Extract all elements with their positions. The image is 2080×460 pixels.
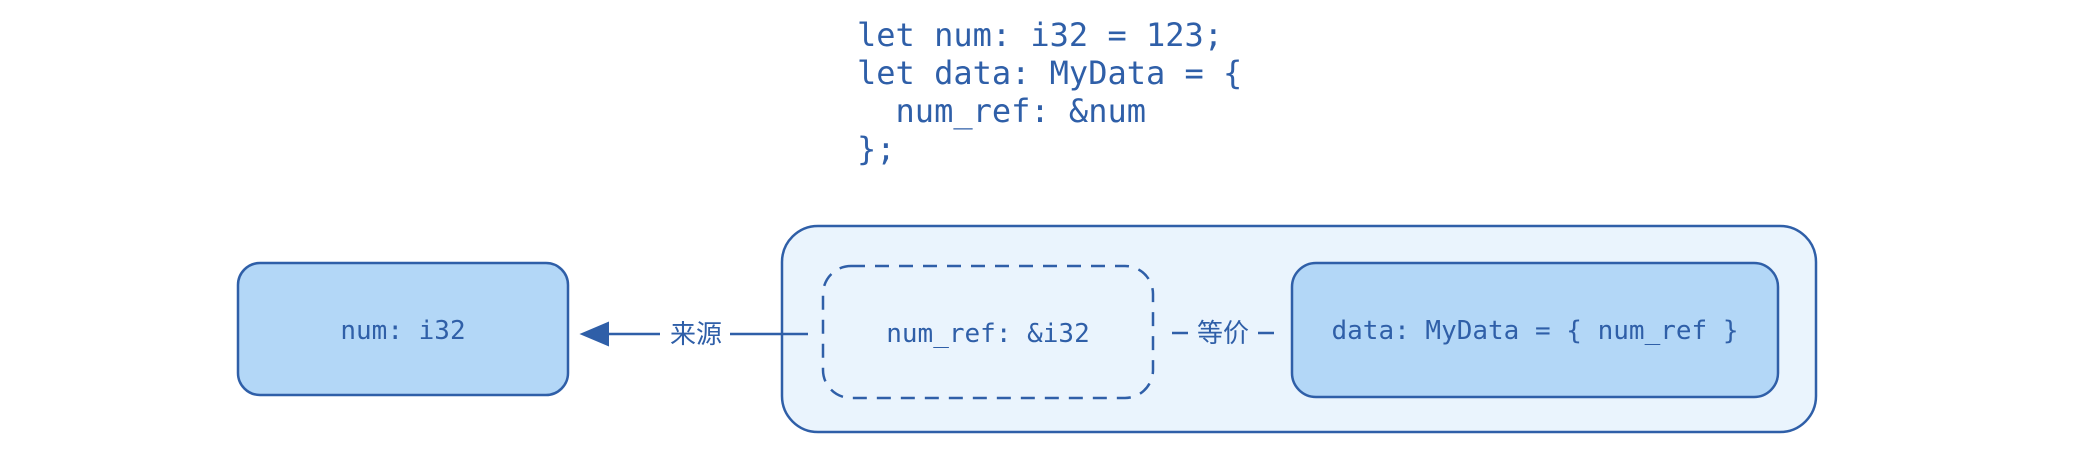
num-ref-box-label: num_ref: &i32 [886,319,1090,349]
code-line-2: let data: MyData = { [857,54,1242,92]
num-ref-box [821,264,1155,400]
code-snippet: let num: i32 = 123; let data: MyData = {… [857,16,1242,168]
code-line-3: num_ref: &num [857,92,1146,130]
equivalent-label: 等价 [1197,319,1249,349]
num-box [236,261,570,397]
data-box [1290,261,1780,399]
source-arrow [579,321,808,347]
num-box-label: num: i32 [340,316,465,346]
code-line-4: }; [857,130,896,168]
source-label: 来源 [670,320,722,350]
arrowhead-icon [579,321,609,347]
data-box-label: data: MyData = { num_ref } [1332,316,1739,346]
code-line-1: let num: i32 = 123; [857,16,1223,54]
